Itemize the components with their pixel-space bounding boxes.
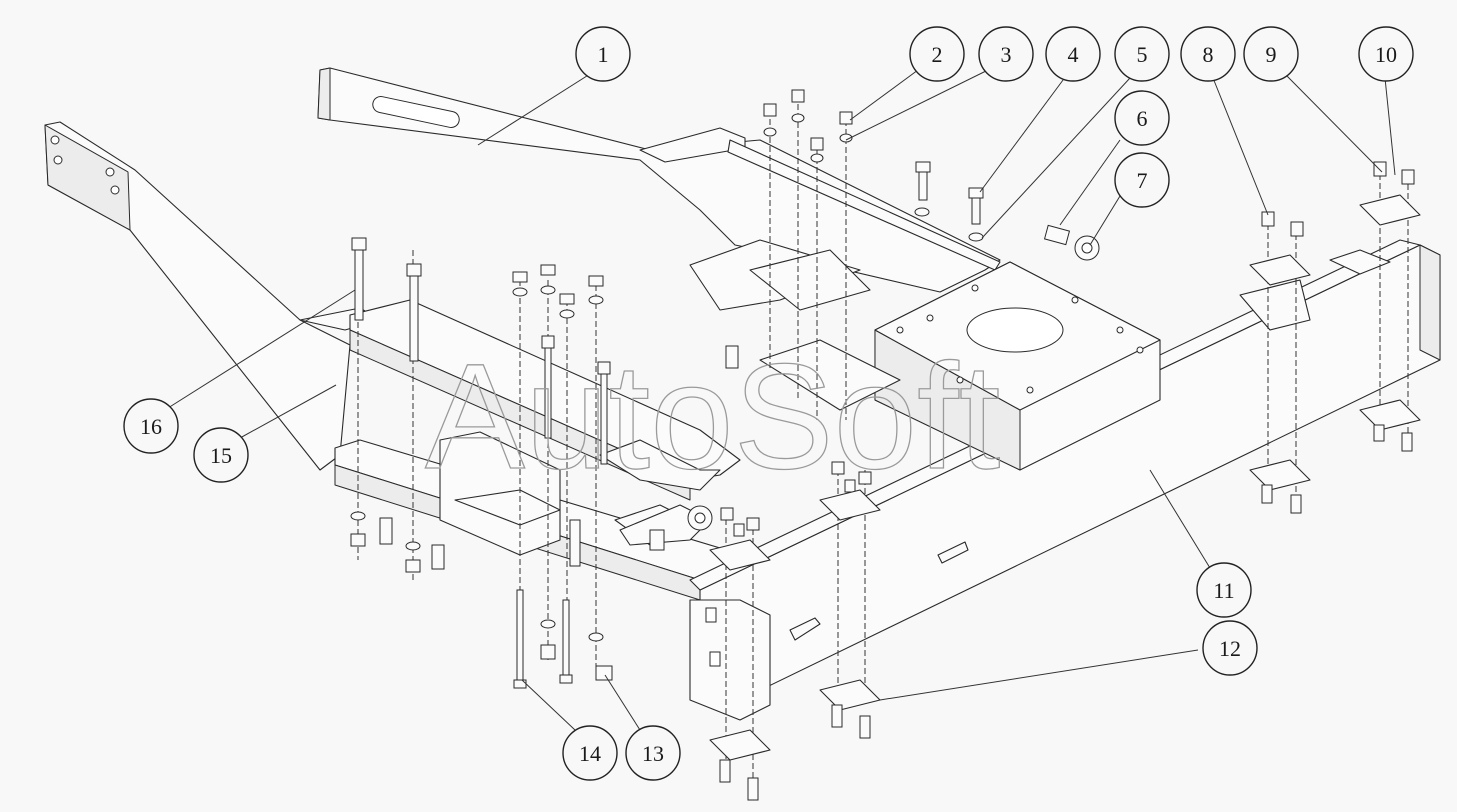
svg-text:10: 10 [1375,42,1397,67]
callout-14: 14 [562,725,618,781]
callout-11: 11 [1196,562,1252,618]
svg-text:6: 6 [1137,106,1148,131]
callout-8: 8 [1180,26,1236,82]
svg-text:11: 11 [1213,578,1234,603]
svg-text:5: 5 [1137,42,1148,67]
svg-text:13: 13 [642,741,664,766]
svg-text:3: 3 [1001,42,1012,67]
svg-text:7: 7 [1137,168,1148,193]
callout-13: 13 [625,725,681,781]
callout-12: 12 [1202,620,1258,676]
callout-15: 15 [193,427,249,483]
svg-text:2: 2 [932,42,943,67]
svg-text:4: 4 [1068,42,1079,67]
svg-text:1: 1 [598,42,609,67]
left-arm [44,121,381,471]
svg-text:14: 14 [579,741,601,766]
upper-arm [317,67,1001,293]
svg-text:15: 15 [210,443,232,468]
svg-text:8: 8 [1203,42,1214,67]
callout-10: 10 [1358,26,1414,82]
callout-16: 16 [123,398,179,454]
callout-9: 9 [1243,26,1299,82]
callout-2: 2 [909,26,965,82]
callouts: 1 2 3 4 5 6 7 8 9 10 11 12 13 14 15 16 [123,26,1414,781]
svg-text:12: 12 [1219,636,1241,661]
callout-1: 1 [575,26,631,82]
svg-text:16: 16 [140,414,162,439]
frame-drawing [44,67,1441,801]
svg-text:9: 9 [1266,42,1277,67]
leader-lines [167,69,1396,731]
callout-6: 6 [1114,90,1170,146]
callout-7: 7 [1114,152,1170,208]
watermark: AutoSoft [425,332,1000,500]
fasteners [350,89,1421,801]
callout-5: 5 [1114,26,1170,82]
callout-4: 4 [1045,26,1101,82]
callout-3: 3 [978,26,1034,82]
